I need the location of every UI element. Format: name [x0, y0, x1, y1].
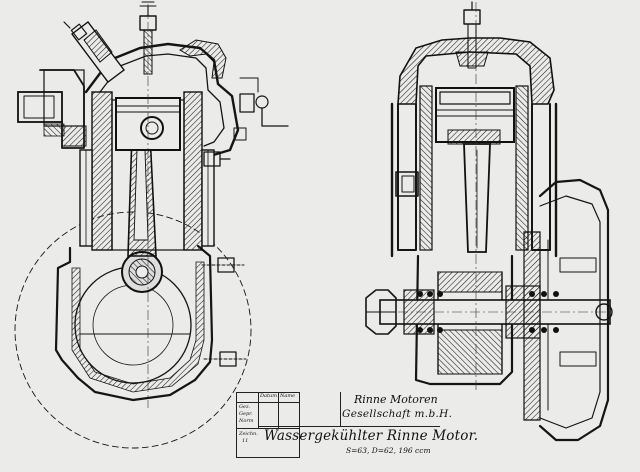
- head-jacket: [397, 37, 555, 105]
- shaft-nut: [365, 289, 397, 335]
- drawing-no-label: Zeichn.: [239, 431, 258, 437]
- drawing-title: Wassergekühlter Rinne Motor.: [264, 428, 479, 444]
- front-section-view: [365, 1, 613, 442]
- mounting-bolts: [201, 151, 247, 367]
- company-name: Rinne Motoren: [354, 393, 438, 406]
- gudgeon-pin: [140, 116, 164, 140]
- crankcase-front: [414, 254, 514, 386]
- side-section-view: [14, 1, 289, 449]
- flywheel-front: [523, 178, 613, 442]
- row-label-norm: Norm: [239, 418, 254, 424]
- row-label-drawn: Gez.: [239, 404, 251, 410]
- crankcase: [54, 244, 214, 402]
- exhaust-port: [17, 91, 63, 123]
- cylinder-wall-right: [183, 91, 203, 251]
- date-header: Datum: [260, 393, 277, 399]
- drain-cock: [233, 77, 289, 141]
- drawing-no: 11: [242, 438, 249, 444]
- cylinder-wall-left: [91, 91, 113, 251]
- revision-grid: [236, 392, 300, 458]
- title-block: Datum Name Gez. Gepr. Norm Zeichn. 11 Ri…: [236, 392, 638, 458]
- engine-specs: S=63, D=62, 196 ccm: [346, 446, 431, 455]
- spark-plug: [63, 21, 125, 83]
- valve-front: [455, 1, 489, 69]
- company-legal: Gesellschaft m.b.H.: [342, 408, 453, 420]
- row-label-checked: Gepr.: [239, 411, 253, 417]
- name-header: Name: [280, 393, 296, 399]
